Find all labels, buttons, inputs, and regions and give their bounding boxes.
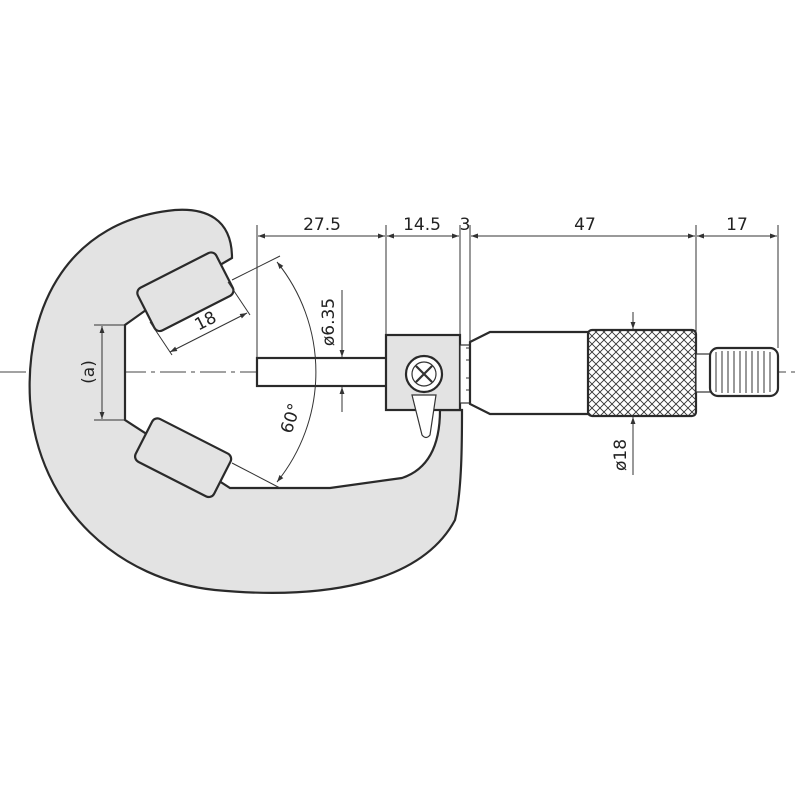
lower-anvil: [133, 417, 233, 499]
clamp-lock: [404, 354, 444, 439]
dimension-a: (a): [79, 360, 99, 384]
a-dimension: [94, 324, 125, 421]
dimension-angle: 60°: [277, 401, 305, 436]
dimension-47: 47: [574, 215, 596, 235]
anvil-length-dimension: [149, 281, 251, 356]
dimension-14-5: 14.5: [403, 215, 441, 235]
ratchet-stop: [695, 346, 780, 398]
angle-dimension: [231, 255, 317, 489]
dimension-3: 3: [460, 215, 471, 235]
spindle: [255, 356, 389, 388]
dimension-spindle-diameter: ø6.35: [319, 298, 339, 346]
dimension-27-5: 27.5: [303, 215, 341, 235]
dimension-thimble-diameter: ø18: [611, 439, 631, 471]
top-dimension-chain: [256, 225, 779, 358]
thimble: [468, 330, 592, 416]
thimble-grip: [586, 328, 698, 418]
dimension-17: 17: [726, 215, 748, 235]
